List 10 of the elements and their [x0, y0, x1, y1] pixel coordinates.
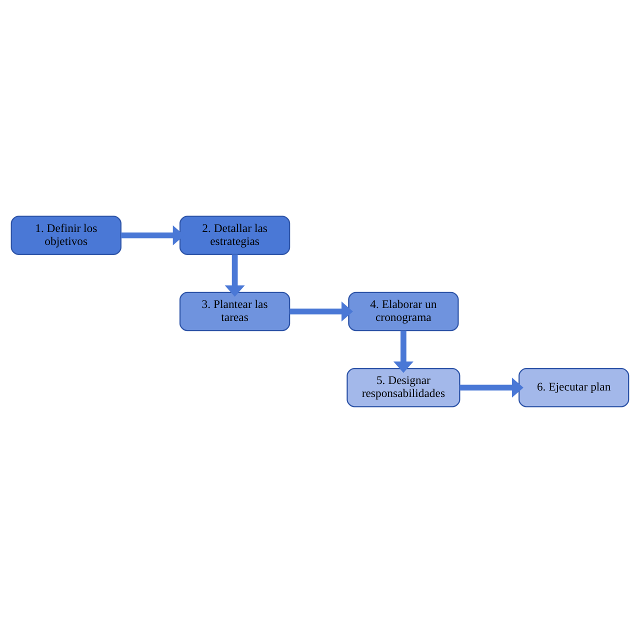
node-box: 2. Detallar las estrategias — [179, 216, 290, 255]
arrow — [460, 378, 524, 398]
arrow — [393, 330, 414, 373]
arrow — [224, 254, 245, 297]
node-box: 3. Plantear las tareas — [179, 292, 290, 332]
node-box: 4. Elaborar un cronograma — [348, 292, 459, 332]
node-box: 1. Definir los objetivos — [10, 216, 122, 255]
arrow — [290, 301, 353, 322]
node-box: 5. Designar responsabilidades — [346, 368, 460, 408]
node-box: 6. Ejecutar plan — [518, 368, 630, 408]
